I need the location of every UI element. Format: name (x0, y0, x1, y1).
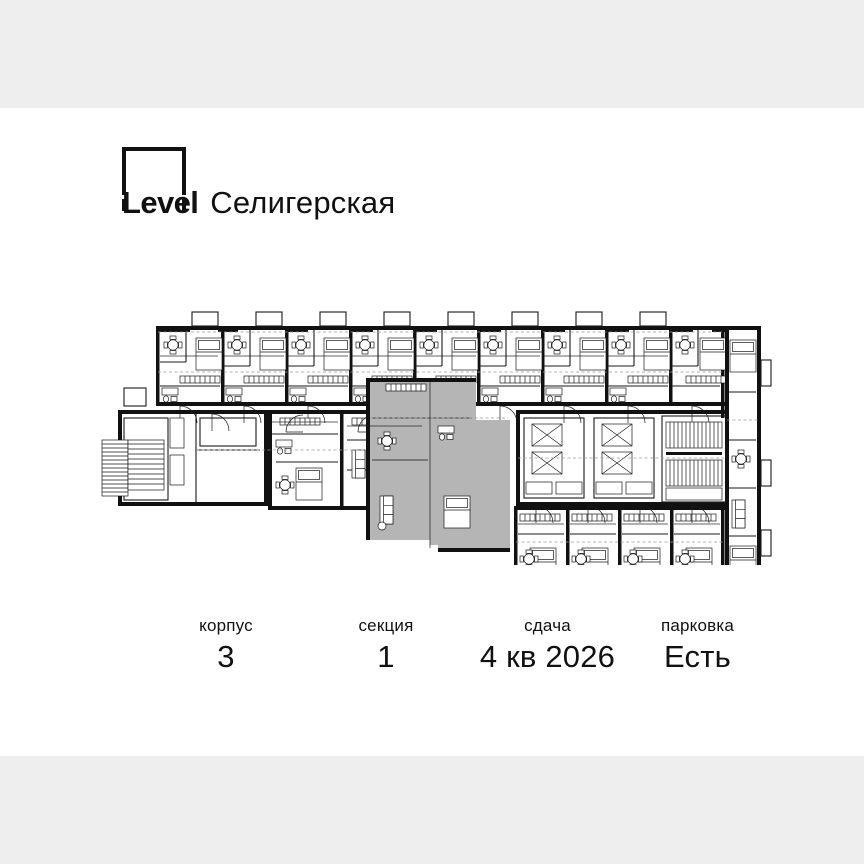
elevator-group-right (593, 417, 655, 499)
brand-name-bold: Level (122, 185, 199, 220)
spec-sektsiya-label: секция (358, 616, 414, 635)
level-square-logo-icon (122, 147, 186, 211)
letterbox-bottom (0, 756, 864, 864)
spec-sektsiya: секция 1 (316, 616, 456, 676)
spec-korpus: корпус 3 (156, 616, 296, 676)
floor-plan-drawing: .w { fill:#111; } /* heavy wall blocks *… (100, 300, 780, 565)
specs-row: корпус 3 секция 1 сдача 4 кв 2026 парков… (130, 616, 734, 682)
plan-right-end (725, 326, 772, 565)
unit-highlight-final (366, 378, 510, 552)
brand-name-regular: Селигерская (210, 185, 396, 220)
spec-sektsiya-value: 1 (377, 639, 395, 674)
plan-bottom-row (514, 505, 725, 565)
main-staircase (661, 415, 727, 503)
spec-sdacha: сдача 4 кв 2026 (460, 616, 635, 676)
brand-wordmark: Level Селигерская (122, 187, 395, 219)
spec-sdacha-value: 4 кв 2026 (479, 639, 616, 674)
spec-korpus-value: 3 (217, 639, 235, 674)
letterbox-top (0, 0, 864, 108)
spec-korpus-label: корпус (199, 616, 253, 635)
spec-sdacha-label: сдача (524, 616, 571, 635)
building-core (516, 410, 727, 506)
floor-plan-svg: .w { fill:#111; } /* heavy wall blocks *… (101, 311, 772, 565)
spec-parkovka: парковка Есть (620, 616, 775, 676)
spec-parkovka-value: Есть (664, 639, 731, 674)
spec-parkovka-label: парковка (660, 616, 735, 635)
